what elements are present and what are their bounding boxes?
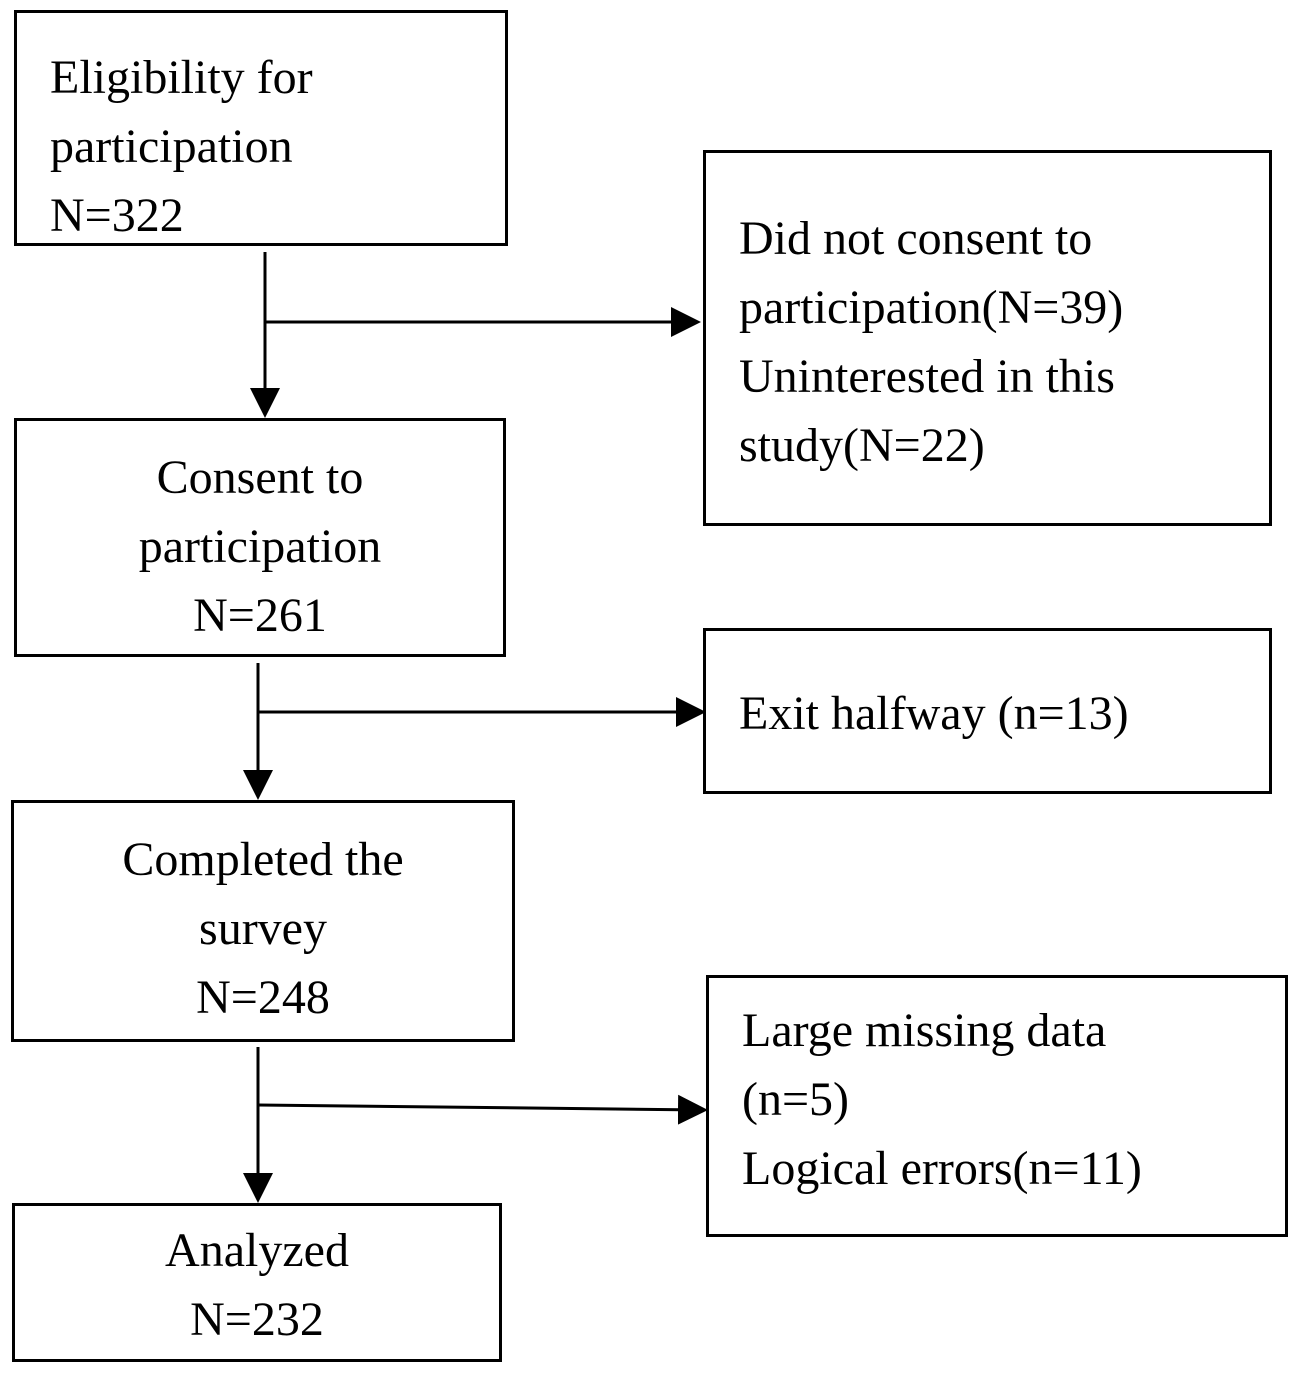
- box-eligibility-count: N=322: [50, 189, 184, 242]
- box-exit-halfway-line-1: Exit halfway (n=13): [739, 687, 1129, 740]
- box-consent-count: N=261: [193, 589, 327, 642]
- box-did-not-consent-line-3: Uninterested in this: [739, 350, 1115, 403]
- box-excluded-data-line-2: (n=5): [742, 1073, 850, 1126]
- box-excluded-data-line-3: Logical errors(n=11): [742, 1142, 1142, 1195]
- box-analyzed: Analyzed N=232: [12, 1203, 502, 1362]
- box-eligibility-line-2: participation: [50, 120, 293, 173]
- box-completed-line-2: survey: [199, 902, 327, 955]
- box-consent-line-1: Consent to: [156, 451, 364, 504]
- arrow-to-excluded-data: [257, 1094, 708, 1125]
- box-consent-line-2: participation: [138, 520, 382, 573]
- box-did-not-consent: Did not consent to participation(N=39) U…: [703, 150, 1272, 526]
- box-eligibility: Eligibility for participation N=322: [14, 10, 508, 246]
- box-did-not-consent-line-2: participation(N=39): [739, 281, 1124, 334]
- box-completed-count: N=248: [196, 971, 330, 1024]
- box-excluded-data-line-1: Large missing data: [742, 1004, 1107, 1057]
- box-consent: Consent to participation N=261: [14, 418, 506, 657]
- box-eligibility-line-1: Eligibility for: [50, 51, 313, 104]
- box-completed-line-1: Completed the: [122, 833, 404, 886]
- box-did-not-consent-line-1: Did not consent to: [739, 212, 1093, 265]
- box-completed: Completed the survey N=248: [11, 800, 515, 1042]
- box-did-not-consent-line-4: study(N=22): [739, 419, 985, 472]
- box-analyzed-count: N=232: [190, 1293, 324, 1346]
- box-excluded-data: Large missing data (n=5) Logical errors(…: [706, 975, 1288, 1237]
- box-analyzed-line-1: Analyzed: [165, 1224, 349, 1277]
- box-exit-halfway: Exit halfway (n=13): [703, 628, 1272, 794]
